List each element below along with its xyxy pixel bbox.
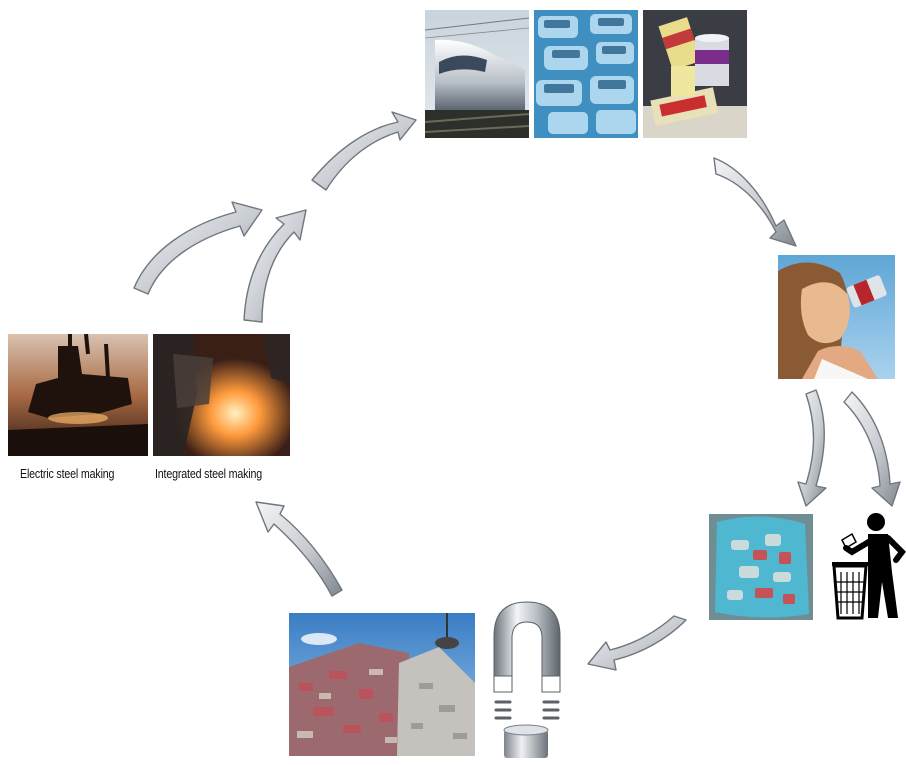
arrow-integrated-to-products — [243, 209, 307, 323]
electric-arc-furnace-photo — [8, 334, 148, 456]
caption-electric-steel-making: Electric steel making — [20, 466, 115, 481]
litter-bin-pictogram — [832, 512, 906, 620]
food-cans-photo — [643, 10, 747, 138]
woman-drinking-from-can-photo — [778, 255, 895, 379]
arrow-to-product-row — [311, 111, 417, 191]
high-speed-train-photo — [425, 10, 529, 138]
arrow-consumer-to-bin — [843, 391, 901, 507]
arrow-electric-to-products — [133, 201, 263, 295]
recycling-bag-of-cans-photo — [709, 514, 813, 620]
magnet-separating-can-icon — [488, 600, 566, 760]
arrow-scrap-to-steel — [255, 501, 343, 597]
traffic-cars-photo — [534, 10, 638, 138]
integrated-steel-furnace-photo — [153, 334, 290, 456]
arrow-products-to-consumer — [713, 157, 797, 247]
scrap-bale-and-magnet-crane-photo — [289, 613, 475, 756]
arrow-consumer-to-recycling — [797, 389, 827, 507]
arrow-recycling-to-magnet — [587, 615, 687, 671]
caption-integrated-steel-making: Integrated steel making — [155, 466, 263, 481]
